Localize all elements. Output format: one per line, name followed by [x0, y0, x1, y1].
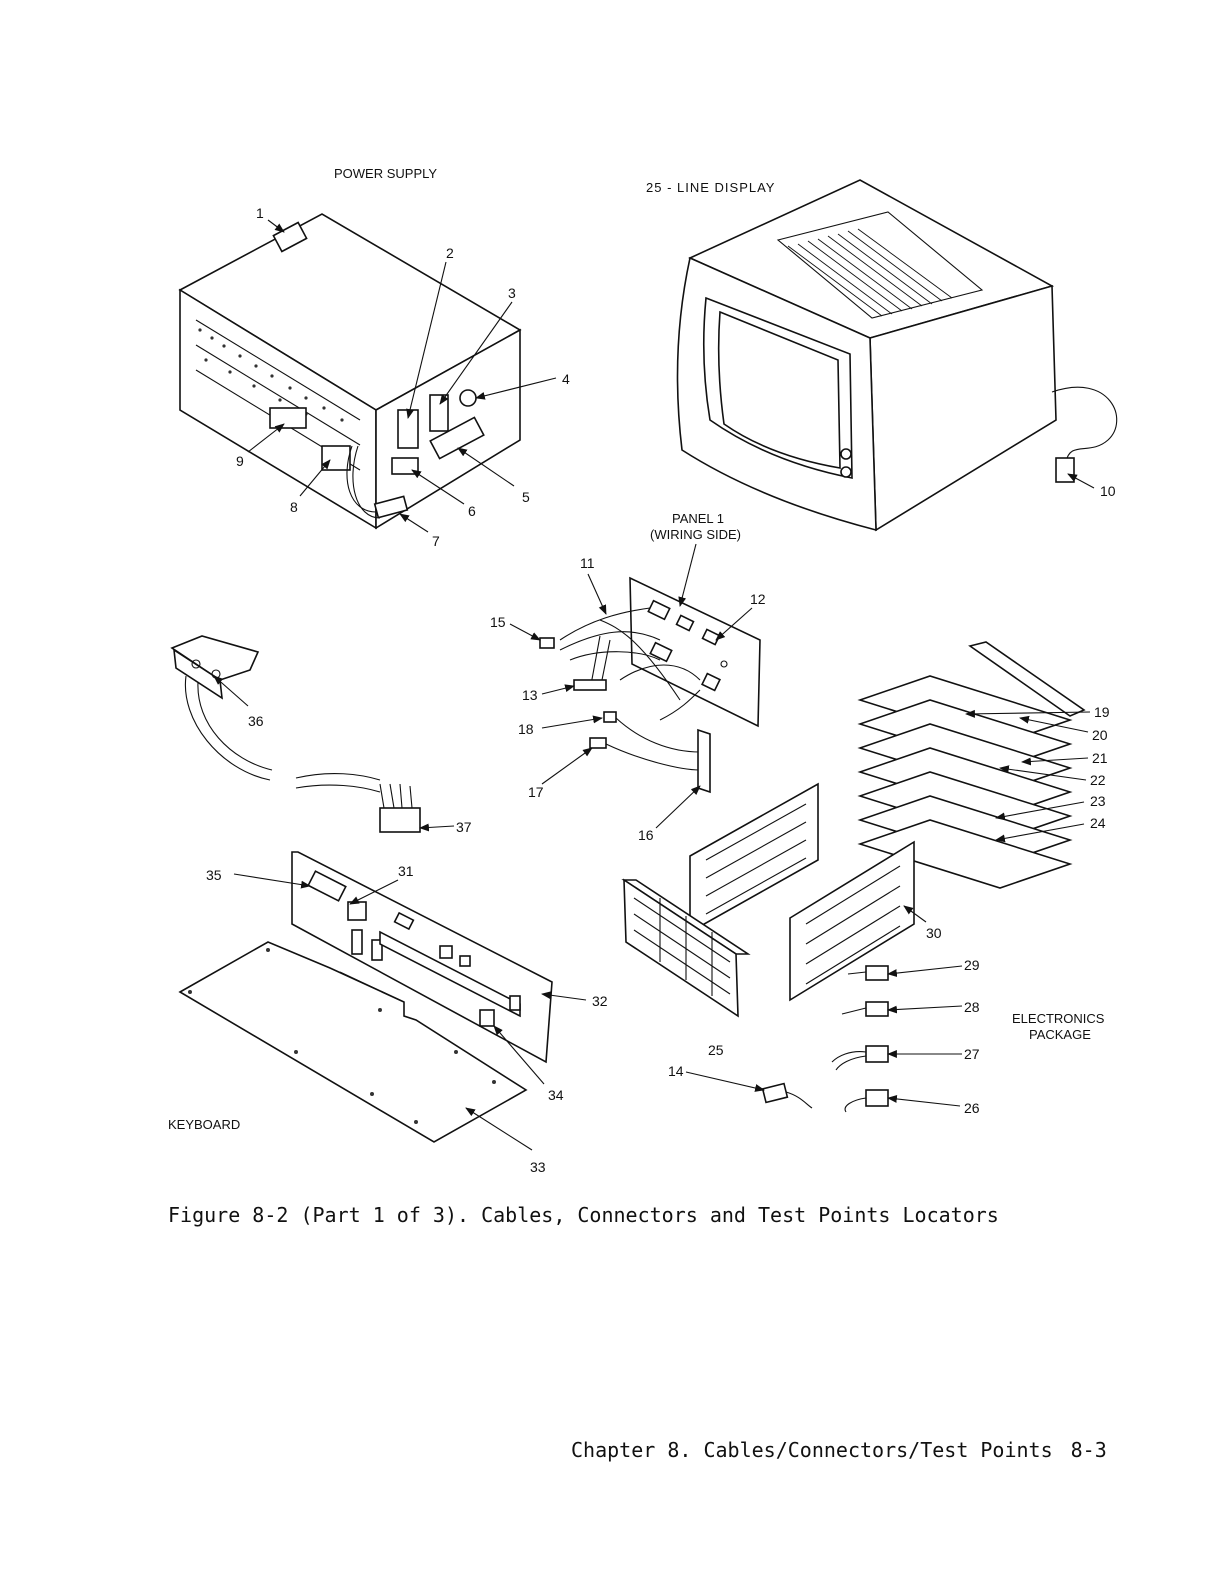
callout-number: 3 [508, 285, 516, 301]
keyboard-label: KEYBOARD [168, 1117, 240, 1132]
callout-number: 17 [528, 784, 544, 800]
callout-number: 11 [580, 555, 595, 571]
callout-number: 29 [964, 957, 980, 973]
callout-number: 4 [562, 371, 570, 387]
callout-number: 14 [668, 1063, 684, 1079]
keyboard-cable [172, 636, 420, 832]
callout-number: 24 [1090, 815, 1106, 831]
callout-number: 35 [206, 867, 222, 883]
callout-number: 13 [522, 687, 538, 703]
callout-number: 10 [1100, 483, 1116, 499]
callout-number: 37 [456, 819, 472, 835]
electronics-package [624, 642, 1084, 1112]
callout-number: 18 [518, 721, 534, 737]
callout-number: 6 [468, 503, 476, 519]
callout-number: 9 [236, 453, 244, 469]
power-supply-unit [180, 214, 520, 528]
callout-number: 31 [398, 863, 414, 879]
callout-number: 1 [256, 205, 264, 221]
callout-number: 21 [1092, 750, 1108, 766]
electronics-label-line2: PACKAGE [1029, 1027, 1091, 1042]
callout-number: 30 [926, 925, 942, 941]
figure-caption: Figure 8-2 (Part 1 of 3). Cables, Connec… [168, 1203, 999, 1227]
callout-number: 8 [290, 499, 298, 515]
display-label: 25 - LINE DISPLAY [646, 180, 775, 195]
callout-number: 36 [248, 713, 264, 729]
callout-number: 26 [964, 1100, 980, 1116]
power-supply-label: POWER SUPPLY [334, 166, 437, 181]
page-number: 8-3 [1071, 1438, 1107, 1462]
callout-number: 20 [1092, 727, 1108, 743]
electronics-label-line1: ELECTRONICS [1012, 1011, 1105, 1026]
callout-number: 2 [446, 245, 454, 261]
callout-number: 33 [530, 1159, 546, 1175]
callout-number: 7 [432, 533, 440, 549]
chapter-title: Chapter 8. Cables/Connectors/Test Points [571, 1438, 1053, 1462]
callout-number: 19 [1094, 704, 1110, 720]
callout-number: 15 [490, 614, 506, 630]
callout-number: 22 [1090, 772, 1106, 788]
callout-number: 23 [1090, 793, 1106, 809]
line-display-unit [678, 180, 1117, 530]
panel-label-line2: (WIRING SIDE) [650, 527, 741, 542]
callout-number: 27 [964, 1046, 980, 1062]
callout-number: 32 [592, 993, 608, 1009]
callout-number: 25 [708, 1042, 724, 1058]
callout-number: 5 [522, 489, 530, 505]
callout-number: 34 [548, 1087, 564, 1103]
panel-label-line1: PANEL 1 [672, 511, 724, 526]
callout-number: 28 [964, 999, 980, 1015]
page-footer: Chapter 8. Cables/Connectors/Test Points… [571, 1438, 1107, 1462]
panel-one-wiring-side [540, 578, 760, 792]
callout-number: 16 [638, 827, 654, 843]
callout-number: 12 [750, 591, 766, 607]
